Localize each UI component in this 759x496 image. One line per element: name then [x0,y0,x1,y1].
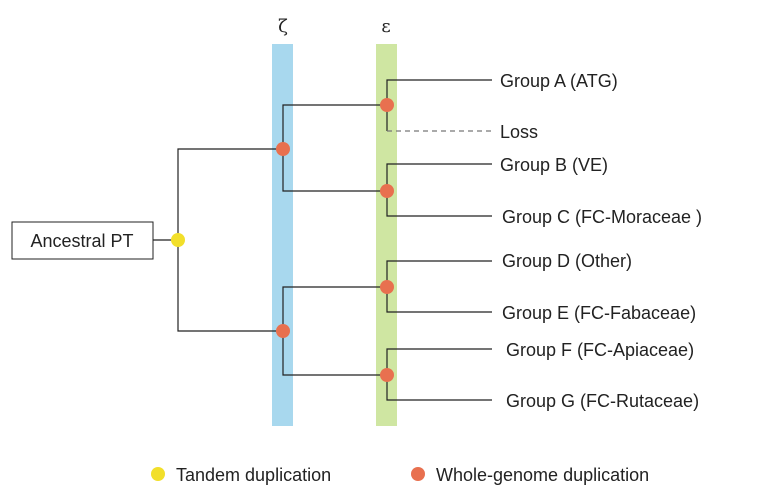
wgd-node-epsilon-a [380,98,394,112]
lower-zeta-split-edge [282,286,387,376]
wgd-node-zeta-upper [276,142,290,156]
wgd-node-zeta-lower [276,324,290,338]
legend-tandem-marker [151,467,165,481]
clade-de-edge [386,260,492,313]
tree-edges [153,79,492,401]
legend-tandem-label: Tandem duplication [176,465,331,485]
leaf-group-d: Group D (Other) [502,251,632,271]
root-label: Ancestral PT [30,231,133,251]
zeta-label: ζ [278,16,288,37]
leaf-group-e: Group E (FC-Fabaceae) [502,303,696,323]
leaf-group-c: Group C (FC-Moraceae ) [502,207,702,227]
wgd-node-epsilon-bc [380,184,394,198]
tandem-duplication-node [171,233,185,247]
wgd-node-epsilon-fg [380,368,394,382]
leaf-group-g: Group G (FC-Rutaceae) [506,391,699,411]
root-split-edge [177,148,283,332]
legend: Tandem duplication Whole-genome duplicat… [151,465,649,485]
legend-wgd-label: Whole-genome duplication [436,465,649,485]
wgd-node-epsilon-de [380,280,394,294]
clade-bc-edge [386,163,492,217]
leaf-loss: Loss [500,122,538,142]
upper-zeta-split-edge [282,104,387,192]
leaf-group-a: Group A (ATG) [500,71,618,91]
leaf-group-f: Group F (FC-Apiaceae) [506,340,694,360]
leaf-group-b: Group B (VE) [500,155,608,175]
epsilon-band [376,44,397,426]
clade-fg-edge [386,348,492,401]
clade-ab-edge [386,79,492,131]
epsilon-label: ε [381,16,390,37]
root-box [11,221,154,260]
legend-wgd-marker [411,467,425,481]
